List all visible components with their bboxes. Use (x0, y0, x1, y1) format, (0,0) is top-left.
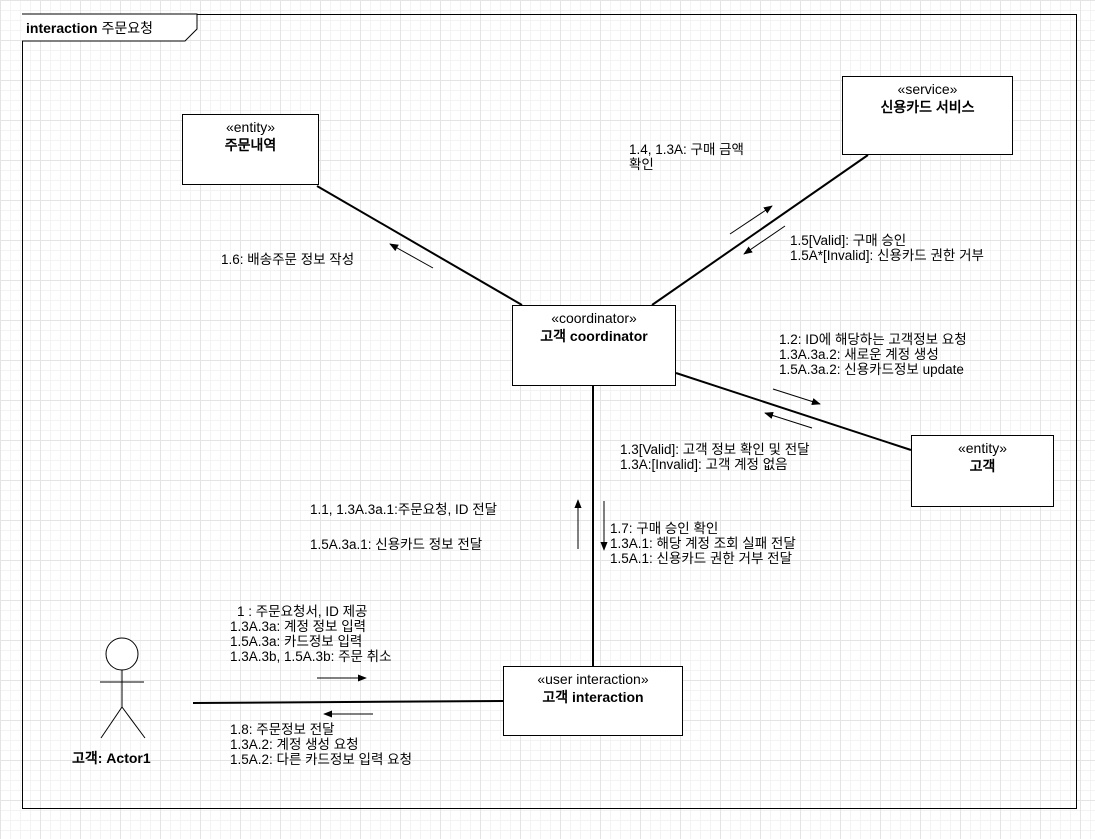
link-coordinator-card-service (651, 154, 869, 306)
message-line: 1.3A.3a: 계정 정보 입력 (230, 619, 367, 634)
stereotype-label: «service» (897, 81, 958, 97)
message-1-7: 1.7: 구매 승인 확인 1.3A.1: 해당 계정 조회 실패 전달 1.5… (610, 521, 796, 566)
message-1-5: 1.5[Valid]: 구매 승인 1.5A*[Invalid]: 신용카드 권… (790, 233, 984, 263)
message-line: 1.8: 주문정보 전달 (230, 722, 335, 737)
message-1-5a-3a-1: 1.5A.3a.1: 신용카드 정보 전달 (310, 537, 482, 552)
message-1-4: 1.4, 1.3A: 구매 금액 확인 (629, 142, 744, 172)
message-line: 1.6: 배송주문 정보 작성 (221, 252, 355, 267)
message-line: 1.3A:[Invalid]: 고객 계정 없음 (620, 457, 788, 472)
object-name: 주문내역 (224, 137, 277, 153)
message-line: 1.3A.3a.2: 새로운 계정 생성 (779, 347, 939, 362)
message-line: 1.5A.2: 다른 카드정보 입력 요청 (230, 752, 412, 767)
message-line: 1.1, 1.3A.3a.1:주문요청, ID 전달 (310, 502, 498, 517)
message-line: 1.3[Valid]: 고객 정보 확인 및 전달 (620, 442, 810, 457)
stereotype-label: «coordinator» (551, 310, 637, 326)
message-line: 1.3A.3b, 1.5A.3b: 주문 취소 (230, 649, 392, 664)
message-1-6: 1.6: 배송주문 정보 작성 (221, 252, 354, 267)
arrow-1-2 (772, 388, 821, 405)
link-actor-interaction (192, 700, 504, 704)
interaction-frame (22, 14, 1077, 809)
link-coordinator-customer (675, 372, 912, 451)
message-line: 1.7: 구매 승인 확인 (610, 521, 719, 536)
message-line: 1.4, 1.3A: 구매 금액 (629, 142, 744, 157)
object-name: 신용카드 서비스 (880, 99, 975, 115)
frame-keyword: interaction (26, 20, 98, 36)
stereotype-label: «user interaction» (537, 671, 649, 687)
link-coordinator-order-history (316, 185, 523, 306)
arrow-1-3 (764, 412, 813, 429)
message-line: 1.3A.1: 해당 계정 조회 실패 전달 (610, 536, 796, 551)
message-line: 1.5A.1: 신용카드 권한 거부 전달 (610, 551, 792, 566)
message-1-1: 1.1, 1.3A.3a.1:주문요청, ID 전달 (310, 502, 497, 517)
message-line: 1.5A.3a.1: 신용카드 정보 전달 (310, 537, 483, 552)
arrow-1-6 (389, 243, 434, 269)
frame-label-tab (22, 13, 198, 42)
stereotype-label: «entity» (225, 119, 276, 135)
message-line: 1.5A*[Invalid]: 신용카드 권한 거부 (790, 248, 984, 263)
object-name: 고객 coordinator (540, 328, 648, 344)
message-line: 1.5A.3a.2: 신용카드정보 update (779, 362, 964, 377)
object-user-interaction[interactable]: «user interaction» 고객 interaction (503, 666, 683, 736)
frame-label: interaction 주문요청 (26, 20, 153, 36)
message-line: 확인 (629, 157, 654, 172)
object-coordinator[interactable]: «coordinator» 고객 coordinator (512, 305, 676, 386)
object-customer-entity[interactable]: «entity» 고객 (911, 435, 1054, 507)
object-card-service[interactable]: «service» 신용카드 서비스 (842, 76, 1013, 155)
arrow-1-4 (729, 205, 773, 235)
actor-name: 고객: Actor1 (72, 750, 151, 766)
arrow-1-5 (743, 225, 786, 255)
message-line: 1.5A.3a: 카드정보 입력 (230, 634, 363, 649)
message-1-2: 1.2: ID에 해당하는 고객정보 요청 1.3A.3a.2: 새로운 계정 … (779, 332, 967, 377)
message-1: 1 : 주문요청서, ID 제공 1.3A.3a: 계정 정보 입력 1.5A.… (230, 604, 392, 664)
message-line: 1.5[Valid]: 구매 승인 (790, 233, 907, 248)
message-1-3: 1.3[Valid]: 고객 정보 확인 및 전달 1.3A:[Invalid]… (620, 442, 810, 472)
actor-figure[interactable] (100, 637, 146, 739)
object-order-history[interactable]: «entity» 주문내역 (182, 114, 319, 185)
object-name: 고객 interaction (542, 689, 644, 705)
message-1-8: 1.8: 주문정보 전달 1.3A.2: 계정 생성 요청 1.5A.2: 다른… (230, 722, 412, 767)
stereotype-label: «entity» (957, 440, 1008, 456)
message-line: 1.2: ID에 해당하는 고객정보 요청 (779, 332, 967, 347)
object-name: 고객 (969, 458, 996, 474)
message-line: 1 : 주문요청서, ID 제공 (237, 604, 368, 619)
message-line: 1.3A.2: 계정 생성 요청 (230, 737, 359, 752)
frame-title: 주문요청 (101, 20, 153, 36)
